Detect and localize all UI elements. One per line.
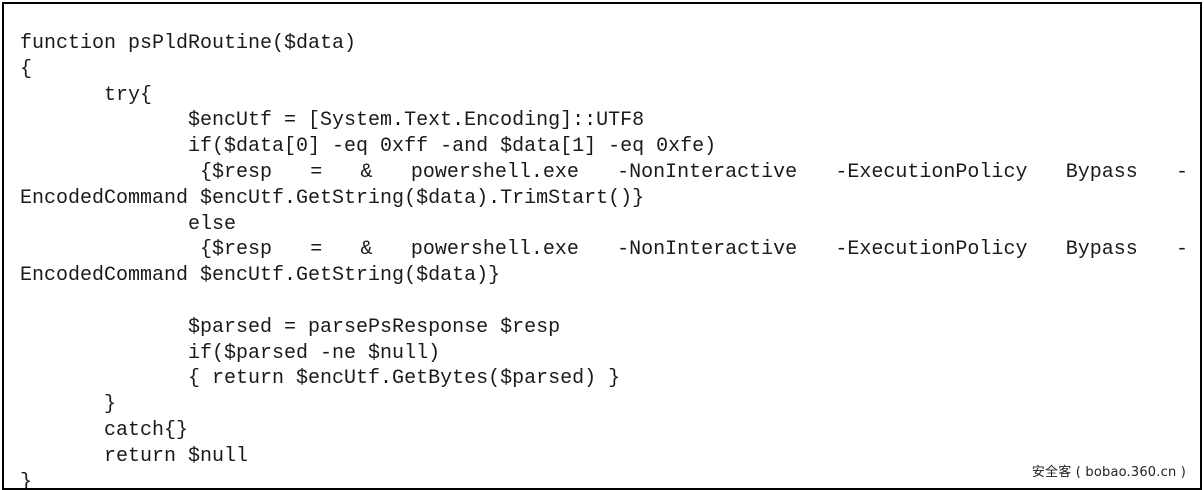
code-line: } — [20, 393, 117, 417]
code-line: try{ — [20, 83, 153, 107]
code-line: {$resp = & powershell.exe -NonInteractiv… — [200, 238, 1188, 262]
code-line: if($data[0] -eq 0xff -and $data[1] -eq 0… — [20, 135, 717, 159]
code-line: else — [20, 212, 237, 236]
code-line: EncodedCommand $encUtf.GetString($data).… — [20, 186, 645, 210]
code-line: { return $encUtf.GetBytes($parsed) } — [20, 367, 621, 391]
code-line: catch{} — [20, 418, 189, 442]
code-line: $parsed = parsePsResponse $resp — [20, 315, 561, 339]
code-line: {$resp = & powershell.exe -NonInteractiv… — [200, 160, 1188, 184]
watermark-text: 安全客 ( bobao.360.cn ) — [1031, 465, 1186, 480]
code-line — [20, 289, 1188, 315]
code-line: EncodedCommand $encUtf.GetString($data)} — [20, 264, 501, 288]
code-line: $encUtf = [System.Text.Encoding]::UTF8 — [20, 109, 645, 133]
code-block: function psPldRoutine($data) { try{ $enc… — [20, 31, 1188, 490]
code-line: return $null — [20, 444, 249, 468]
code-line: function psPldRoutine($data) — [20, 32, 357, 55]
code-line: { — [20, 57, 33, 81]
code-line: } — [20, 470, 33, 490]
code-line: if($parsed -ne $null) — [20, 341, 441, 365]
